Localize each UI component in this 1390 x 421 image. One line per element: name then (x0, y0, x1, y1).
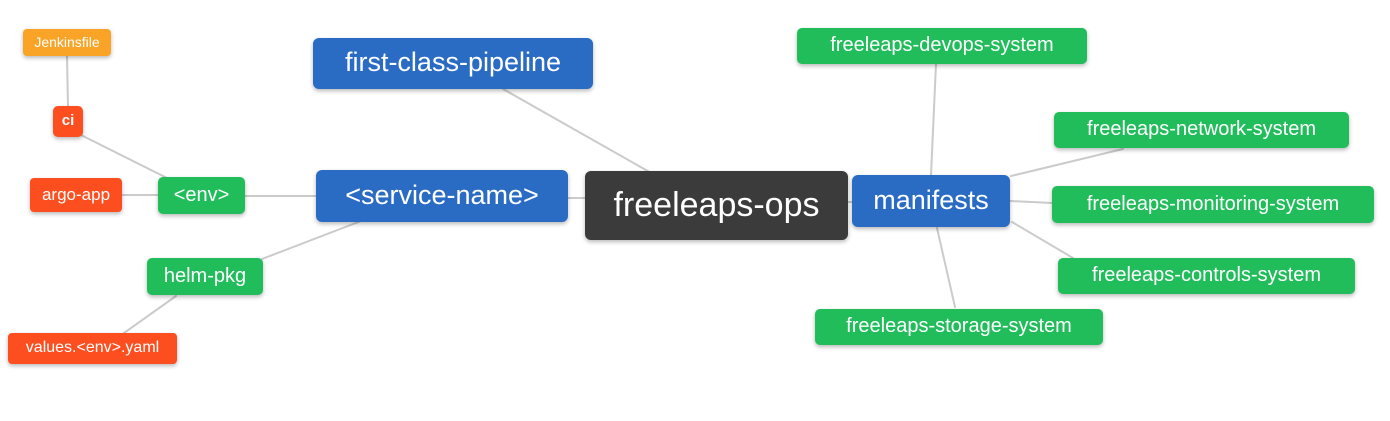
edge-jenkinsfile-ci (66, 55, 69, 108)
edge-manifests-monitoring-system (1009, 200, 1053, 204)
node-first-class-pipeline[interactable]: first-class-pipeline (313, 38, 593, 89)
edge-manifests-controls-system (1011, 221, 1074, 259)
node-label: freeleaps-network-system (1087, 118, 1316, 140)
node-label: argo-app (41, 184, 111, 204)
node-label: freeleaps-controls-system (1092, 264, 1321, 286)
node-jenkinsfile[interactable]: Jenkinsfile (23, 29, 111, 56)
node-label: helm-pkg (163, 264, 247, 287)
node-controls-system[interactable]: freeleaps-controls-system (1058, 258, 1355, 294)
edge-values-env-yaml-helm-pkg (123, 295, 177, 334)
edge-ci-env (80, 134, 168, 179)
node-monitoring-system[interactable]: freeleaps-monitoring-system (1052, 186, 1374, 223)
node-service-name[interactable]: <service-name> (316, 170, 568, 222)
edge-helm-pkg-service-name (261, 220, 362, 260)
node-label: freeleaps-storage-system (846, 315, 1072, 337)
edge-first-class-pipeline-freeleaps-ops (502, 88, 654, 175)
node-label: freeleaps-monitoring-system (1086, 192, 1340, 215)
node-devops-system[interactable]: freeleaps-devops-system (797, 28, 1087, 64)
node-env[interactable]: <env> (158, 177, 245, 214)
edge-manifests-devops-system (930, 63, 937, 176)
node-label: ci (61, 112, 75, 129)
edge-manifests-storage-system (936, 227, 956, 308)
node-freeleaps-ops[interactable]: freeleaps-ops (585, 171, 848, 240)
node-helm-pkg[interactable]: helm-pkg (147, 258, 263, 295)
node-label: freeleaps-devops-system (830, 34, 1054, 56)
node-values-env-yaml[interactable]: values.<env>.yaml (8, 333, 177, 364)
node-label: <env> (173, 183, 230, 206)
node-storage-system[interactable]: freeleaps-storage-system (815, 309, 1103, 345)
node-label: <service-name> (345, 179, 539, 210)
node-label: manifests (873, 184, 989, 215)
node-manifests[interactable]: manifests (852, 175, 1010, 227)
node-network-system[interactable]: freeleaps-network-system (1054, 112, 1349, 148)
node-label: first-class-pipeline (344, 47, 562, 77)
node-label: values.<env>.yaml (25, 338, 160, 356)
node-argo-app[interactable]: argo-app (30, 178, 122, 212)
node-label: freeleaps-ops (613, 185, 820, 224)
node-label: Jenkinsfile (34, 33, 100, 50)
edge-manifests-network-system (1010, 148, 1124, 177)
node-ci[interactable]: ci (53, 106, 83, 137)
